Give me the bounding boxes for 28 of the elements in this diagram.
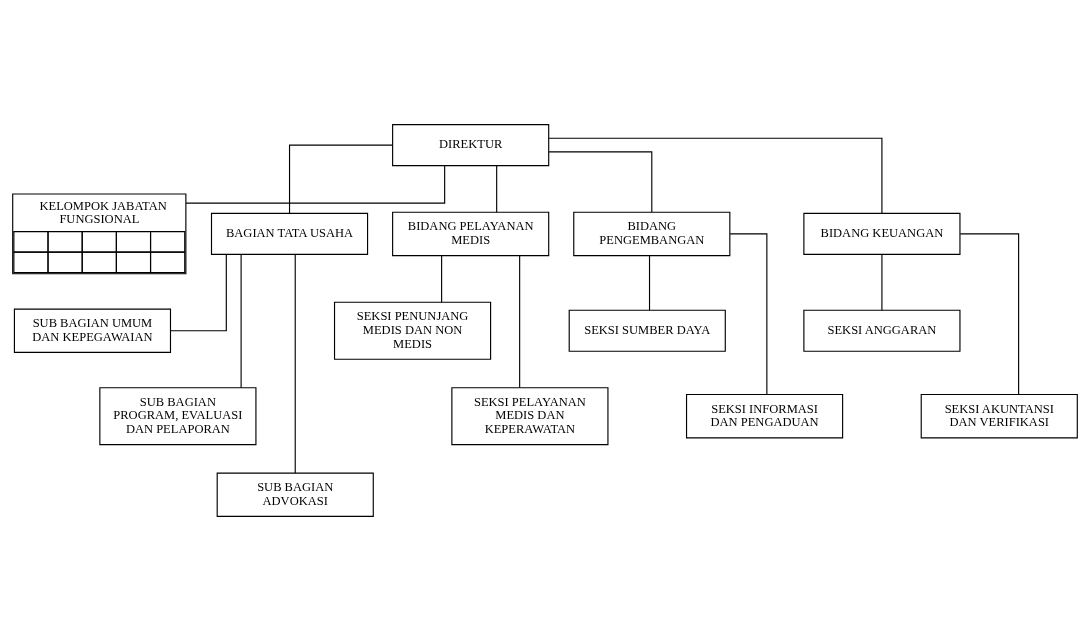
node-box: SEKSI AKUNTANSI DAN VERIFIKASI — [920, 394, 1078, 439]
node-box: SEKSI SUMBER DAYA — [568, 309, 726, 352]
connector — [881, 253, 883, 311]
connector — [548, 151, 653, 213]
connector — [240, 253, 242, 389]
node-box: SUB BAGIAN UMUM DAN KEPEGAWAIAN — [13, 308, 172, 353]
node-box: BIDANG PELAYANAN MEDIS — [392, 211, 550, 257]
node-box: SUB BAGIAN ADVOKASI — [216, 472, 374, 517]
connector — [288, 144, 393, 214]
node-box: SEKSI PENUNJANG MEDIS DAN NON MEDIS — [333, 301, 492, 360]
connector — [648, 255, 651, 311]
connector — [729, 233, 768, 395]
connector — [959, 233, 1020, 395]
node-box: SUB BAGIAN PROGRAM, EVALUASI DAN PELAPORAN — [99, 387, 257, 446]
node-box: SEKSI INFORMASI DAN PENGADUAN — [685, 394, 844, 439]
node-box: SEKSI PELAYANAN MEDIS DAN KEPERAWATAN — [451, 387, 609, 446]
node-box: SEKSI ANGGARAN — [803, 309, 961, 352]
connector — [170, 253, 227, 332]
node-box: DIREKTUR — [392, 124, 550, 167]
node-box: BAGIAN TATA USAHA — [210, 212, 369, 255]
node-box: BIDANG KEUANGAN — [803, 212, 961, 255]
connector — [548, 137, 883, 214]
connector — [496, 165, 498, 213]
connector — [441, 255, 443, 303]
connector — [185, 165, 446, 204]
node-box: BIDANG PENGEMBANGAN — [573, 211, 731, 257]
connector — [294, 254, 296, 474]
connector — [519, 255, 521, 389]
